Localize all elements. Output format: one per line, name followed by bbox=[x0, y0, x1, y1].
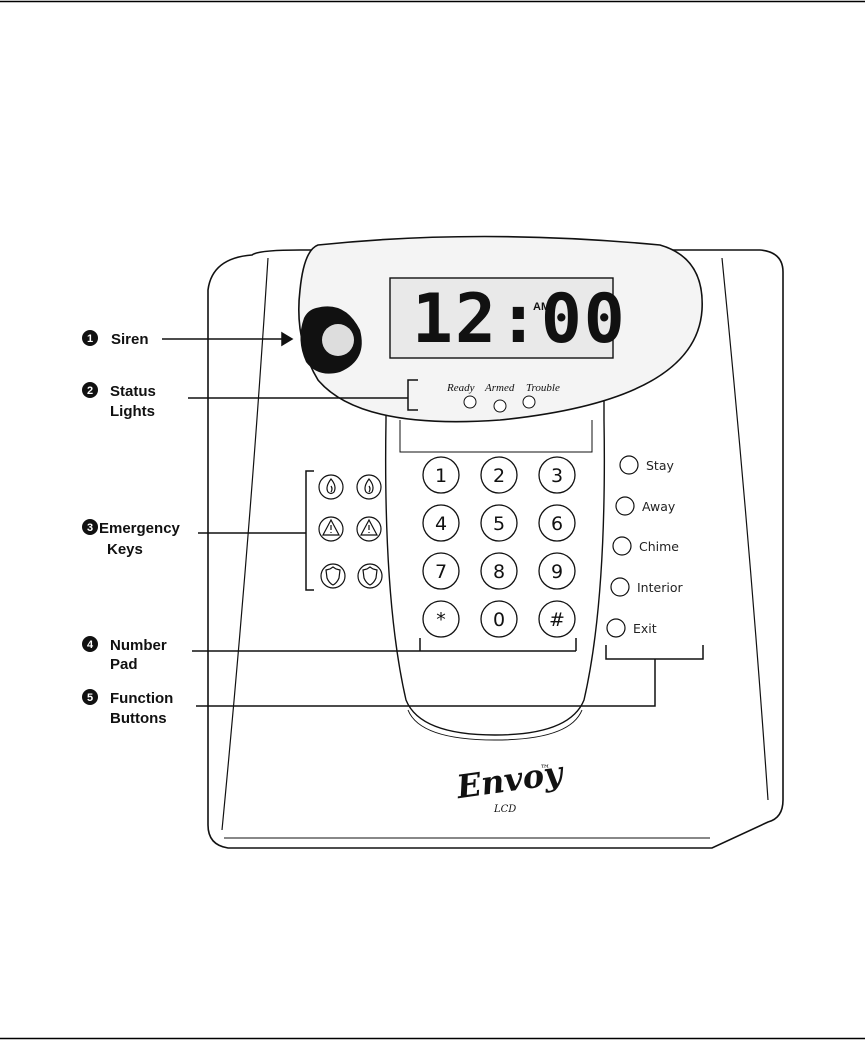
number-key-label: 2 bbox=[493, 465, 505, 487]
function-button-away[interactable]: Away bbox=[616, 497, 676, 515]
brand-logo: Envoy ™ LCD bbox=[453, 753, 567, 815]
number-key[interactable]: 4 bbox=[423, 505, 459, 541]
callout-number: 5 bbox=[87, 692, 93, 704]
callout-number: 1 bbox=[87, 333, 93, 345]
callout-label: Lights bbox=[110, 403, 155, 420]
function-button-interior[interactable]: Interior bbox=[611, 578, 683, 596]
lcd-time: 12:00 bbox=[412, 280, 627, 359]
function-button-label: Exit bbox=[633, 621, 657, 636]
callout-label: Keys bbox=[107, 541, 143, 558]
number-key-label: 7 bbox=[435, 561, 447, 583]
emergency-key-police[interactable] bbox=[321, 564, 345, 588]
number-pad-bracket bbox=[420, 638, 576, 651]
status-label-armed: Armed bbox=[484, 382, 515, 394]
callout-number-pad: 4 Number Pad bbox=[82, 636, 167, 673]
number-key[interactable]: 1 bbox=[423, 457, 459, 493]
lcd-meridiem: AM bbox=[533, 301, 550, 313]
callout-label: Function bbox=[110, 690, 173, 707]
number-key-label: 9 bbox=[551, 561, 563, 583]
function-bracket bbox=[606, 645, 703, 659]
number-key[interactable]: 6 bbox=[539, 505, 575, 541]
number-key[interactable]: 8 bbox=[481, 553, 517, 589]
siren-inner bbox=[322, 324, 354, 356]
callout-siren: 1 Siren bbox=[82, 330, 149, 348]
callout-label: Siren bbox=[111, 331, 149, 348]
number-key[interactable]: 3 bbox=[539, 457, 575, 493]
number-key-label: 0 bbox=[493, 609, 505, 631]
callout-label: Pad bbox=[110, 656, 138, 673]
number-pad: 1 2 3 4 5 6 7 8 9 * 0 # bbox=[423, 457, 575, 637]
callout-function-buttons: 5 Function Buttons bbox=[82, 689, 173, 727]
number-key[interactable]: 2 bbox=[481, 457, 517, 493]
status-led-armed bbox=[494, 400, 506, 412]
emergency-key-panic[interactable] bbox=[357, 517, 381, 541]
emergency-key-panic[interactable] bbox=[319, 517, 343, 541]
callout-number: 2 bbox=[87, 385, 93, 397]
brand-name: Envoy bbox=[453, 753, 567, 806]
siren-arrowhead bbox=[282, 333, 292, 345]
number-key[interactable]: # bbox=[539, 601, 575, 637]
brand-model: LCD bbox=[493, 804, 516, 815]
function-button-label: Chime bbox=[639, 539, 679, 554]
callout-status-lights: 2 Status Lights bbox=[82, 382, 156, 420]
emergency-key-fire[interactable] bbox=[319, 475, 343, 499]
function-leader bbox=[196, 659, 655, 706]
function-button-exit[interactable]: Exit bbox=[607, 619, 657, 637]
callout-label: Status bbox=[110, 383, 156, 400]
status-led-trouble bbox=[523, 396, 535, 408]
status-led-ready bbox=[464, 396, 476, 408]
function-button-chime[interactable]: Chime bbox=[613, 537, 679, 555]
number-key-label: # bbox=[549, 609, 565, 631]
number-key-label: * bbox=[436, 609, 446, 631]
number-key[interactable]: 0 bbox=[481, 601, 517, 637]
emergency-key-fire[interactable] bbox=[357, 475, 381, 499]
callout-label: Emergency bbox=[99, 520, 181, 537]
emergency-bracket bbox=[306, 471, 314, 590]
number-key[interactable]: 7 bbox=[423, 553, 459, 589]
number-key[interactable]: 5 bbox=[481, 505, 517, 541]
number-key[interactable]: 9 bbox=[539, 553, 575, 589]
number-key[interactable]: * bbox=[423, 601, 459, 637]
function-button-label: Away bbox=[642, 499, 676, 514]
number-key-label: 6 bbox=[551, 513, 563, 535]
status-label-trouble: Trouble bbox=[526, 382, 560, 394]
number-key-label: 5 bbox=[493, 513, 505, 535]
function-button-label: Interior bbox=[637, 580, 683, 595]
callout-number: 3 bbox=[87, 522, 93, 534]
callout-label: Buttons bbox=[110, 710, 167, 727]
function-buttons: Stay Away Chime Interior Exit bbox=[607, 456, 683, 637]
emergency-keys bbox=[319, 475, 382, 588]
status-label-ready: Ready bbox=[446, 382, 475, 394]
number-key-label: 1 bbox=[435, 465, 447, 487]
function-button-stay[interactable]: Stay bbox=[620, 456, 674, 474]
callout-number: 4 bbox=[87, 639, 94, 651]
number-key-label: 8 bbox=[493, 561, 505, 583]
callout-label: Number bbox=[110, 637, 167, 654]
brand-trademark: ™ bbox=[540, 764, 550, 775]
number-key-label: 4 bbox=[435, 513, 447, 535]
callout-emergency-keys: 3 Emergency Keys bbox=[82, 519, 181, 558]
number-key-label: 3 bbox=[551, 465, 563, 487]
emergency-key-police[interactable] bbox=[358, 564, 382, 588]
function-button-label: Stay bbox=[646, 458, 674, 473]
